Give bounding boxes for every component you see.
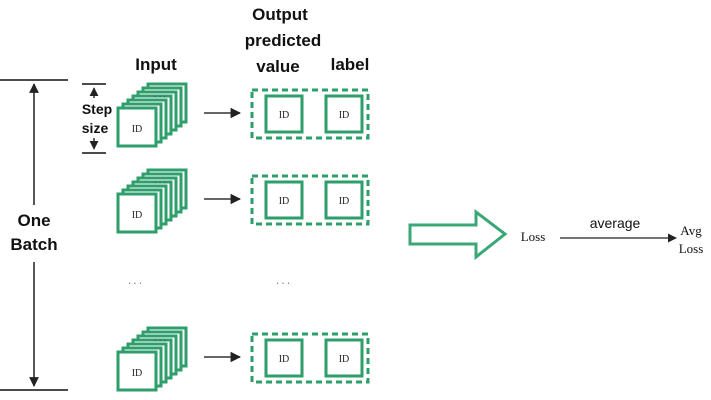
big-hollow-arrow — [408, 208, 508, 261]
one-batch-label-line2: Batch — [10, 235, 57, 254]
label-box — [324, 338, 364, 378]
output-header-line2: predicted — [245, 31, 322, 50]
predicted-value-box — [264, 94, 304, 134]
input-card-stack: ... ID — [116, 82, 188, 148]
output-header-line1: Output — [252, 5, 308, 24]
input-card-stack: ... ID — [116, 168, 188, 234]
average-label: average — [590, 215, 641, 231]
row-2: ... ID ID ID — [116, 168, 370, 234]
output-header-line3: value — [256, 57, 299, 76]
input-id-text: ID — [132, 210, 143, 221]
stack-dots: ... — [153, 91, 167, 100]
predicted-value-box — [264, 338, 304, 378]
step-size-label-line2: size — [82, 120, 109, 136]
output-ellipsis: ... — [275, 277, 291, 287]
row-3: ... ID ID ID — [116, 326, 370, 392]
input-id-text: ID — [132, 368, 143, 379]
avg-loss-label-line2: Loss — [679, 241, 704, 256]
output-dashed-box — [250, 332, 370, 384]
predicted-value-box — [264, 180, 304, 220]
label-id-text: ID — [339, 196, 350, 207]
input-ellipsis: ... — [127, 277, 143, 287]
input-front-card — [116, 192, 158, 234]
step-size-label-line1: Step — [82, 101, 112, 117]
output-dashed-box — [250, 174, 370, 226]
stack-dots: ... — [153, 177, 167, 186]
step-size-bracket: Step size — [82, 83, 112, 154]
label-box — [324, 180, 364, 220]
stack-dots: ... — [153, 335, 167, 344]
label-id-text: ID — [339, 110, 350, 121]
predicted-id-text: ID — [279, 196, 290, 207]
input-front-card — [116, 350, 158, 392]
loss-label: Loss — [521, 229, 546, 244]
one-batch-bracket: One Batch — [0, 79, 68, 391]
predicted-id-text: ID — [279, 354, 290, 365]
label-header: label — [331, 55, 370, 74]
label-id-text: ID — [339, 354, 350, 365]
avg-loss-label-line1: Avg — [680, 223, 702, 238]
row-1: ... ID ID ID — [116, 82, 370, 148]
label-box — [324, 94, 364, 134]
input-front-card — [116, 106, 158, 148]
output-dashed-box — [250, 88, 370, 140]
input-header: Input — [135, 55, 177, 74]
one-batch-label-line1: One — [17, 211, 50, 230]
rows-layer: ... ID ID ID... ID ID ID... ID ID ID — [116, 82, 370, 392]
input-id-text: ID — [132, 124, 143, 135]
predicted-id-text: ID — [279, 110, 290, 121]
input-card-stack: ... ID — [116, 326, 188, 392]
